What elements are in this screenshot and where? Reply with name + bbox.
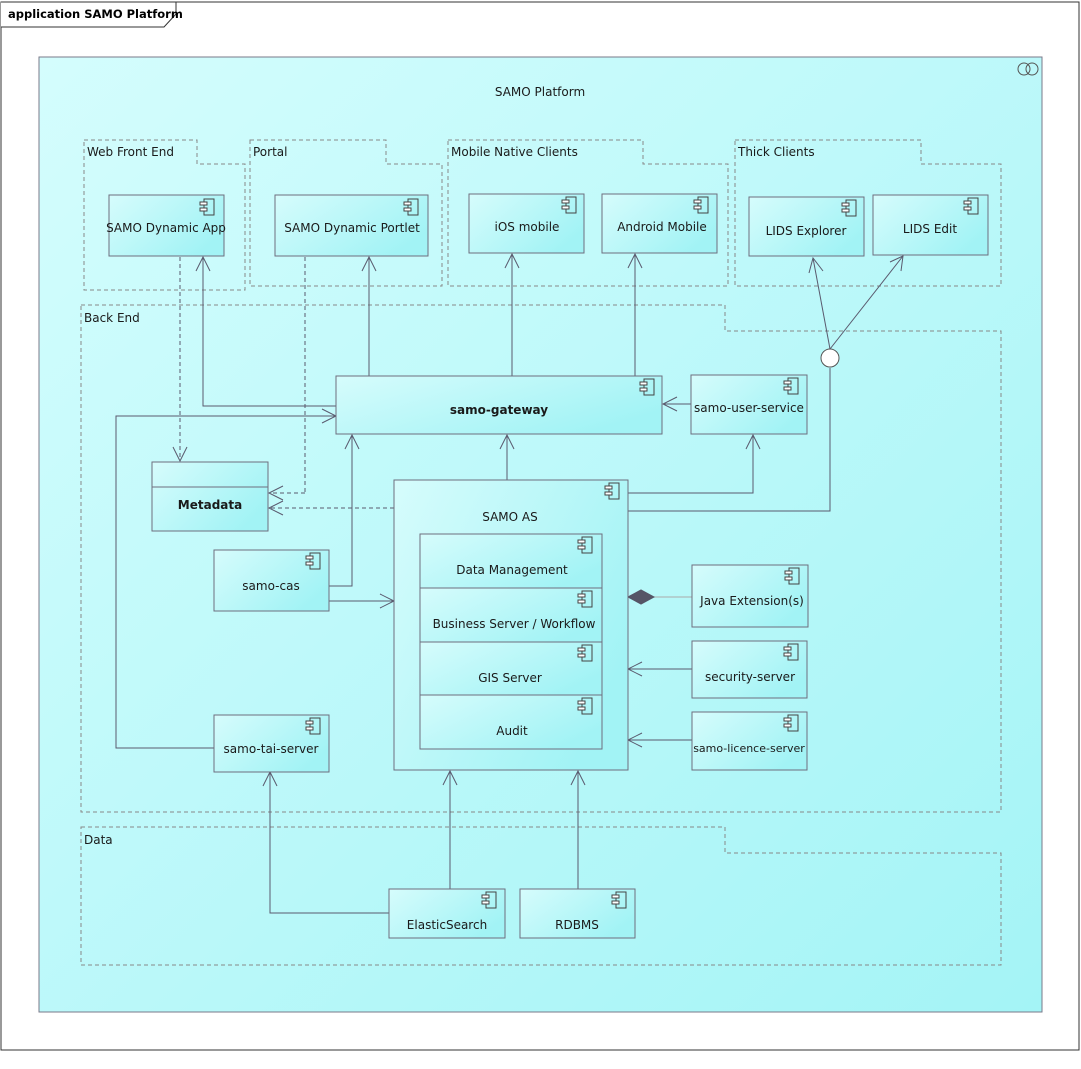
component-android-mobile[interactable]: Android Mobile bbox=[601, 193, 718, 254]
ios-mobile-label: iOS mobile bbox=[495, 220, 560, 234]
collaboration-icon bbox=[1017, 62, 1039, 76]
samo-as-label: SAMO AS bbox=[482, 510, 538, 524]
component-data-management[interactable]: Data Management bbox=[419, 533, 603, 589]
security-server-label: security-server bbox=[705, 670, 795, 684]
package-web-front-end[interactable] bbox=[83, 139, 246, 291]
samo-cas-label: samo-cas bbox=[242, 579, 299, 593]
package-data[interactable] bbox=[80, 826, 1002, 966]
component-metadata[interactable]: Metadata bbox=[151, 461, 269, 532]
component-samo-user-service[interactable]: samo-user-service bbox=[690, 374, 808, 435]
dependencies bbox=[179, 257, 394, 509]
samo-tai-server-label: samo-tai-server bbox=[224, 742, 319, 756]
component-lids-explorer[interactable]: LIDS Explorer bbox=[748, 196, 865, 257]
component-audit[interactable]: Audit bbox=[419, 694, 603, 750]
component-rdbms[interactable]: RDBMS bbox=[519, 888, 636, 939]
package-mobile-label: Mobile Native Clients bbox=[451, 145, 578, 159]
java-extensions-label: Java Extension(s) bbox=[699, 594, 804, 608]
component-business-server[interactable]: Business Server / Workflow bbox=[419, 587, 603, 643]
component-samo-dynamic-portlet[interactable]: SAMO Dynamic Portlet bbox=[274, 194, 429, 257]
interface-lollipop[interactable] bbox=[820, 348, 840, 368]
business-server-label: Business Server / Workflow bbox=[433, 617, 596, 631]
samo-user-service-label: samo-user-service bbox=[694, 401, 804, 415]
package-thick-clients-label: Thick Clients bbox=[737, 145, 815, 159]
platform-title: SAMO Platform bbox=[495, 85, 585, 99]
lids-edit-label: LIDS Edit bbox=[903, 222, 957, 236]
rdbms-label: RDBMS bbox=[555, 918, 599, 932]
android-mobile-label: Android Mobile bbox=[617, 220, 707, 234]
elasticsearch-label: ElasticSearch bbox=[407, 918, 487, 932]
gis-server-label: GIS Server bbox=[478, 671, 542, 685]
package-data-label: Data bbox=[84, 833, 113, 847]
package-thick-clients[interactable] bbox=[734, 139, 1002, 287]
lids-explorer-label: LIDS Explorer bbox=[766, 224, 847, 238]
package-web-front-end-label: Web Front End bbox=[87, 145, 174, 159]
connectors bbox=[115, 252, 904, 914]
component-samo-cas[interactable]: samo-cas bbox=[213, 549, 330, 612]
package-back-end[interactable] bbox=[80, 304, 1002, 813]
samo-dynamic-app-label: SAMO Dynamic App bbox=[106, 221, 226, 235]
component-samo-dynamic-app[interactable]: SAMO Dynamic App bbox=[106, 194, 226, 257]
component-java-extensions[interactable]: Java Extension(s) bbox=[691, 564, 809, 628]
component-samo-tai-server[interactable]: samo-tai-server bbox=[213, 714, 330, 773]
data-management-label: Data Management bbox=[456, 563, 568, 577]
audit-label: Audit bbox=[496, 724, 528, 738]
samo-licence-server-label: samo-licence-server bbox=[693, 742, 805, 755]
samo-dynamic-portlet-label: SAMO Dynamic Portlet bbox=[284, 221, 420, 235]
component-samo-gateway[interactable]: samo-gateway bbox=[335, 375, 663, 435]
component-samo-licence-server[interactable]: samo-licence-server bbox=[691, 711, 808, 771]
metadata-label: Metadata bbox=[178, 498, 242, 512]
composition-diamond bbox=[626, 589, 656, 605]
frame-title: application SAMO Platform bbox=[8, 7, 183, 21]
component-security-server[interactable]: security-server bbox=[691, 640, 808, 699]
package-mobile-native-clients[interactable] bbox=[447, 139, 729, 287]
component-lids-edit[interactable]: LIDS Edit bbox=[872, 194, 989, 256]
component-elasticsearch[interactable]: ElasticSearch bbox=[388, 888, 506, 939]
package-portal[interactable] bbox=[249, 139, 443, 287]
samo-gateway-label: samo-gateway bbox=[450, 403, 548, 417]
package-back-end-label: Back End bbox=[84, 311, 140, 325]
package-portal-label: Portal bbox=[253, 145, 287, 159]
component-ios-mobile[interactable]: iOS mobile bbox=[468, 193, 585, 254]
component-gis-server[interactable]: GIS Server bbox=[419, 641, 603, 696]
